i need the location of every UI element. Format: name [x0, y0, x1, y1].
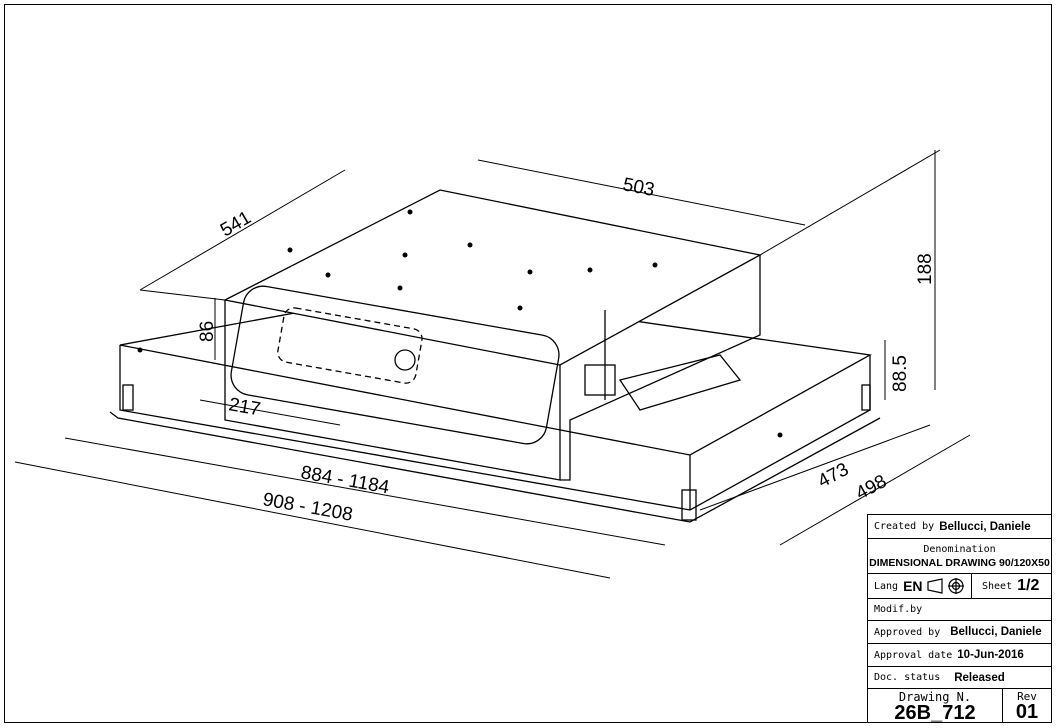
dim-outer-width: 908 - 1208 [261, 489, 354, 525]
dim-total-height: 188 [915, 253, 936, 285]
approval-date: 10-Jun-2016 [957, 649, 1024, 661]
title-block: Created by Bellucci, Daniele Denomination… [867, 514, 1051, 723]
dim-tray-height: 88.5 [890, 355, 911, 392]
created-by: Bellucci, Daniele [939, 520, 1031, 533]
modif-label: Modif.by [874, 604, 923, 615]
approval-date-label: Approval date [874, 649, 953, 661]
dim-inner-width: 884 - 1184 [299, 462, 391, 498]
dim-outlet-width: 217 [227, 394, 262, 420]
dim-top-width: 503 [621, 174, 656, 201]
sheet-label: Sheet [982, 580, 1013, 592]
approved-by-label: Approved by [874, 626, 941, 638]
rev: 01 [1015, 701, 1039, 723]
lang-label: Lang [874, 580, 899, 592]
rev-label: Rev [1017, 690, 1037, 703]
denomination: DIMENSIONAL DRAWING 90/120X50 [869, 556, 1050, 569]
drawing-number: 26B_712 [894, 702, 976, 724]
dim-outlet-height: 86 [197, 321, 218, 342]
sheet: 1/2 [1017, 577, 1040, 594]
created-by-label: Created by [874, 521, 935, 532]
doc-status: Released [954, 671, 1005, 684]
approved-by: Bellucci, Daniele [950, 626, 1042, 638]
dimension-lines [14, 149, 971, 579]
screw-holes [137, 209, 783, 438]
tray [109, 289, 881, 523]
lang: EN [903, 578, 923, 594]
dim-inner-depth: 473 [814, 459, 852, 492]
drawing-frame [4, 4, 1052, 723]
drawing-number-label: Drawing N. [898, 690, 972, 704]
projection-symbol-icon [926, 578, 964, 594]
dim-top-depth: 541 [217, 207, 255, 241]
doc-status-label: Doc. status [874, 672, 941, 683]
denomination-label: Denomination [923, 543, 996, 555]
